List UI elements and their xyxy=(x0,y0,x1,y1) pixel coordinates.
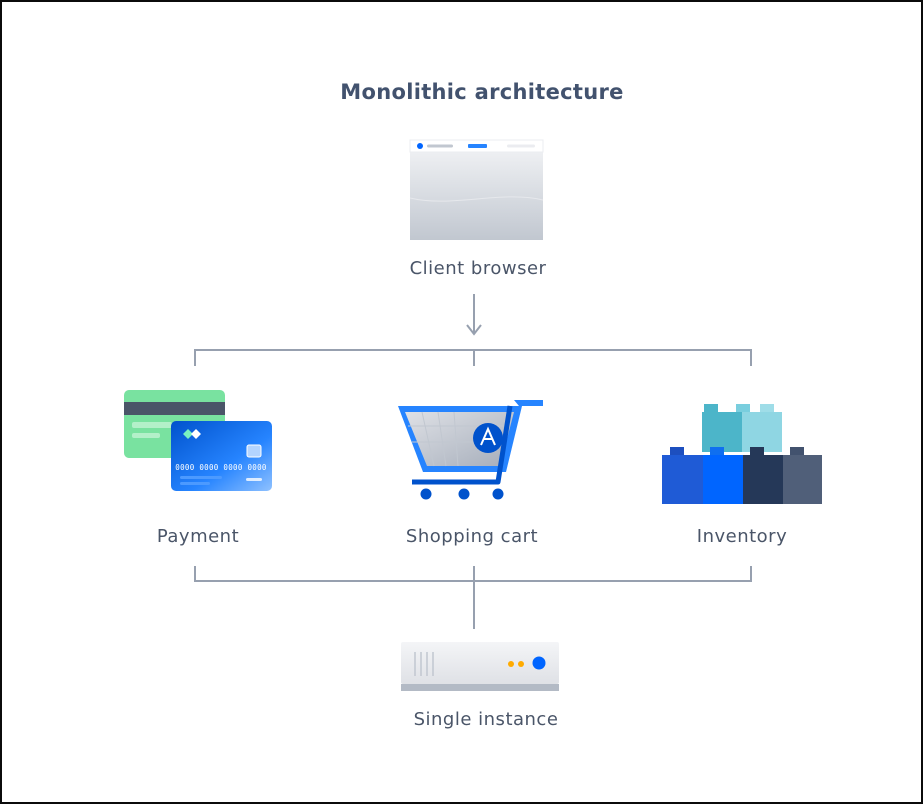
shopping-cart-icon xyxy=(398,400,543,500)
status-light-icon xyxy=(518,661,524,667)
client-browser-label: Client browser xyxy=(409,258,547,279)
card-number-text: 0000 0000 0000 0000 xyxy=(175,463,267,472)
connector-lines xyxy=(194,294,752,629)
inventory-blocks-icon xyxy=(662,404,822,504)
credit-card-icon xyxy=(124,390,272,491)
inventory-label: Inventory xyxy=(696,526,788,547)
atlassian-logo-icon xyxy=(480,426,496,446)
browser-dot-icon xyxy=(417,143,423,149)
shopping-cart-label: Shopping cart xyxy=(405,526,539,547)
power-light-icon xyxy=(532,656,546,670)
browser-window-icon xyxy=(409,139,544,240)
status-light-icon xyxy=(508,661,514,667)
single-instance-label: Single instance xyxy=(413,709,559,730)
server-icon xyxy=(401,642,559,691)
diagram-title: Monolithic architecture xyxy=(340,80,624,104)
payment-label: Payment xyxy=(156,526,240,547)
arrow-down-icon xyxy=(466,324,482,336)
